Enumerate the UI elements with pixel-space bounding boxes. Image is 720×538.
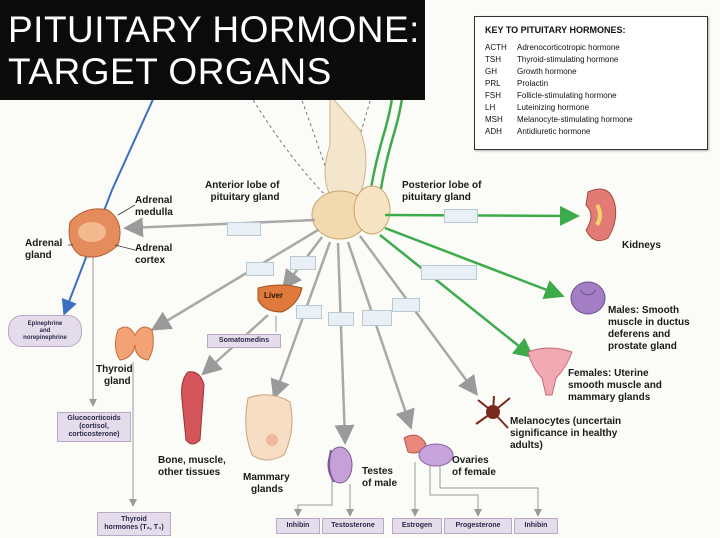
kidneys-label: Kidneys <box>622 240 661 251</box>
key-abbr: LH <box>485 103 496 112</box>
blue-arrow <box>61 94 156 316</box>
key-abbr: TSH <box>485 55 501 64</box>
blank-hormone-box <box>227 222 261 236</box>
blank-hormone-box <box>444 209 478 223</box>
glucocorticoids-box: Glucocorticoids(cortisol,corticosterone) <box>57 412 131 442</box>
green-arrow-females <box>379 234 534 359</box>
key-name: Prolactin <box>517 79 549 88</box>
inhibin-box: Inhibin <box>276 518 320 534</box>
hormone-key: KEY TO PITUITARY HORMONES: ACTH Adrenocor… <box>474 16 708 150</box>
key-row: ADH Antidiuretic hormone <box>485 127 590 136</box>
key-abbr: PRL <box>485 79 501 88</box>
gray-arrow-adrenal <box>123 217 316 238</box>
key-abbr: MSH <box>485 115 503 124</box>
key-row: FSH Follicle-stimulating hormone <box>485 91 617 100</box>
title-line-1: PITUITARY HORMONE: <box>8 9 420 50</box>
key-row: PRL Prolactin <box>485 79 548 88</box>
key-name: Melanocyte-stimulating hormone <box>517 115 633 124</box>
gray-arrow-melanocytes <box>358 235 478 397</box>
testosterone-box: Testosterone <box>322 518 384 534</box>
gray-arrow-testes <box>334 242 355 445</box>
key-name: Thyroid-stimulating hormone <box>517 55 619 64</box>
inhibin-box: Inhibin <box>514 518 558 534</box>
blank-hormone-box <box>290 256 316 270</box>
bone-muscle-label: Bone, muscle,other tissues <box>158 455 226 478</box>
uterus-shape <box>527 347 573 396</box>
title-banner: PITUITARY HORMONE: TARGET ORGANS <box>0 0 425 100</box>
prostate-shape <box>570 281 606 315</box>
green-arrow-kidneys <box>384 205 580 226</box>
muscle-shape <box>181 371 205 445</box>
key-row: TSH Thyroid-stimulating hormone <box>485 55 618 64</box>
hypothalamus-dashed-line <box>299 94 336 196</box>
somatomedins-box: Somatomedins <box>207 334 281 348</box>
blank-hormone-box <box>246 262 274 276</box>
liver-shape <box>257 284 303 313</box>
key-name: Follicle-stimulating hormone <box>517 91 617 100</box>
ovary-shape <box>403 434 427 454</box>
blank-hormone-box <box>362 310 392 326</box>
testis-shape <box>327 446 353 484</box>
blank-hormone-box <box>392 298 420 312</box>
posterior-lobe-shape <box>353 185 391 235</box>
key-name: Growth hormone <box>517 67 577 76</box>
gray-arrow-ovaries <box>346 241 415 430</box>
gray-arrow-thyroid <box>150 228 319 331</box>
key-abbr: ADH <box>485 127 502 136</box>
infundibulum <box>324 93 367 196</box>
key-title: KEY TO PITUITARY HORMONES: <box>485 25 626 35</box>
key-name: Luteinizing hormone <box>517 103 590 112</box>
key-row: ACTH Adrenocorticotropic hormone <box>485 43 620 52</box>
ovary-body <box>418 443 454 467</box>
key-row: GH Growth hormone <box>485 67 577 76</box>
key-abbr: GH <box>485 67 497 76</box>
progesterone-box: Progesterone <box>444 518 512 534</box>
liver-label: Liver <box>264 291 284 300</box>
key-row: LH Luteinizing hormone <box>485 103 589 112</box>
green-arrow-males <box>384 226 565 299</box>
thyroid-shape <box>114 326 154 361</box>
key-abbr: ACTH <box>485 43 507 52</box>
key-name: Adrenocorticotropic hormone <box>517 43 620 52</box>
blank-hormone-box <box>328 312 354 326</box>
title-line-2: TARGET ORGANS <box>8 51 332 92</box>
blank-hormone-box <box>296 305 322 319</box>
mammary-shape <box>245 394 293 461</box>
key-abbr: FSH <box>485 91 501 100</box>
blank-hormone-box <box>421 265 477 280</box>
key-name: Antidiuretic hormone <box>517 127 591 136</box>
key-row: MSH Melanocyte-stimulating hormone <box>485 115 633 124</box>
melanocyte-shape <box>475 395 511 429</box>
estrogen-box: Estrogen <box>392 518 442 534</box>
